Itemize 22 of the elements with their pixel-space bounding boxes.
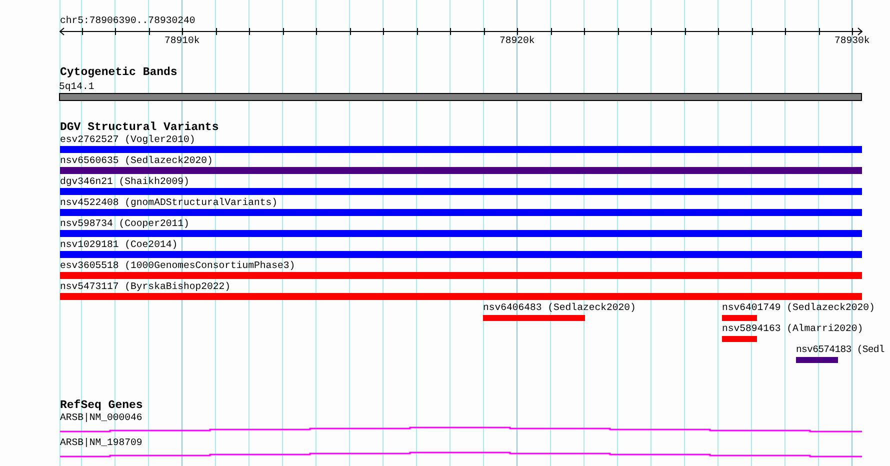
variant-label: nsv6406483 (Sedlazeck2020): [483, 302, 636, 313]
variant-label: nsv1029181 (Coe2014): [60, 239, 178, 250]
variant-label: esv3605518 (1000GenomesConsortiumPhase3): [60, 260, 296, 271]
variant-label: nsv5894163 (Almarri2020): [722, 323, 864, 334]
variant-label: nsv598734 (Cooper2011): [60, 218, 190, 229]
tick-label: 78930k: [834, 35, 870, 46]
gene-label: ARSB|NM_198709: [60, 437, 142, 448]
variant-label: nsv6574183 (Sedl: [796, 344, 884, 355]
variant-label: nsv6401749 (Sedlazeck2020): [722, 302, 875, 313]
band-label: 5q14.1: [59, 81, 94, 92]
track-title: DGV Structural Variants: [60, 122, 219, 134]
track-title: Cytogenetic Bands: [60, 67, 178, 79]
variant-label: dgv346n21 (Shaikh2009): [60, 176, 190, 187]
track-title: RefSeq Genes: [60, 400, 143, 412]
variant-label: nsv6560635 (Sedlazeck2020): [60, 155, 213, 166]
variant-label: nsv4522408 (gnomADStructuralVariants): [60, 197, 278, 208]
variant-label: nsv5473117 (ByrskaBishop2022): [60, 281, 230, 292]
tick-label: 78910k: [164, 35, 200, 46]
variant-label: esv2762527 (Vogler2010): [60, 134, 196, 145]
tick-label: 78920k: [500, 35, 535, 46]
range-label: chr5:78906390..78930240: [60, 15, 196, 26]
gene-label: ARSB|NM_000046: [60, 412, 142, 423]
